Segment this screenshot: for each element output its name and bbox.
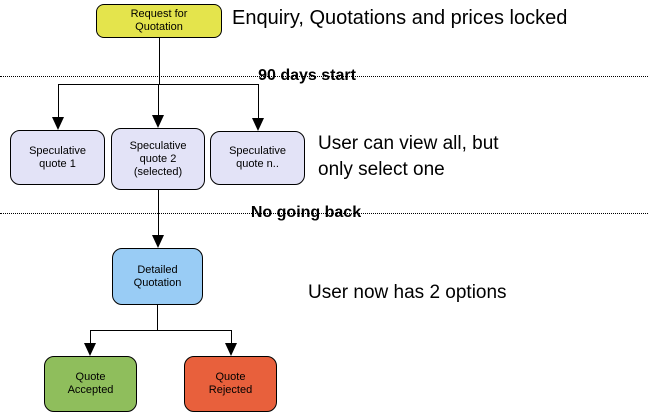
node-speculative-quote-2-label: Speculative quote 2 (selected) (129, 139, 187, 178)
annotation-two-options: User now has 2 options (308, 282, 507, 303)
annotation-enquiry: Enquiry, Quotations and prices locked (232, 7, 568, 29)
arrowhead-to-quote1 (52, 117, 64, 130)
connector-branch2-left-drop (90, 330, 91, 344)
connector-branch2-right-drop (231, 330, 232, 344)
node-detailed-quotation-label: Detailed Quotation (133, 263, 182, 289)
arrowhead-to-quote-n (252, 118, 264, 131)
divider-line-no-going-back (0, 213, 648, 214)
arrowhead-to-quote2 (152, 115, 164, 128)
divider-label-90-days: 90 days start (258, 67, 356, 84)
node-quote-accepted-label: Quote Accepted (67, 371, 114, 396)
connector-detailed-down (157, 305, 158, 331)
connector-branch1-middle-drop (158, 84, 159, 116)
node-request-for-quotation-label: Request for Quotation (130, 8, 188, 33)
arrowhead-to-detailed (152, 235, 164, 248)
node-speculative-quote-1: Speculative quote 1 (10, 130, 105, 185)
node-speculative-quote-n-label: Speculative quote n.. (229, 145, 286, 170)
arrowhead-to-accepted (84, 343, 96, 356)
node-quote-accepted: Quote Accepted (44, 356, 137, 412)
annotation-view-all: User can view all, but only select one (318, 133, 499, 180)
arrowhead-to-rejected (225, 343, 237, 356)
connector-branch1-left-drop (58, 84, 59, 118)
divider-label-no-going-back: No going back (250, 204, 362, 221)
connector-branch2-horizontal (90, 330, 232, 331)
divider-line-90-days (0, 76, 648, 77)
node-quote-rejected: Quote Rejected (184, 356, 277, 412)
connector-request-down (159, 38, 160, 84)
node-speculative-quote-n: Speculative quote n.. (210, 131, 305, 185)
node-quote-rejected-label: Quote Rejected (208, 371, 253, 396)
node-speculative-quote-1-label: Speculative quote 1 (29, 144, 86, 170)
node-detailed-quotation: Detailed Quotation (112, 248, 203, 305)
connector-quote2-down (158, 190, 159, 236)
node-request-for-quotation: Request for Quotation (96, 4, 222, 38)
node-speculative-quote-2: Speculative quote 2 (selected) (111, 128, 205, 190)
connector-branch1-right-drop (258, 84, 259, 119)
